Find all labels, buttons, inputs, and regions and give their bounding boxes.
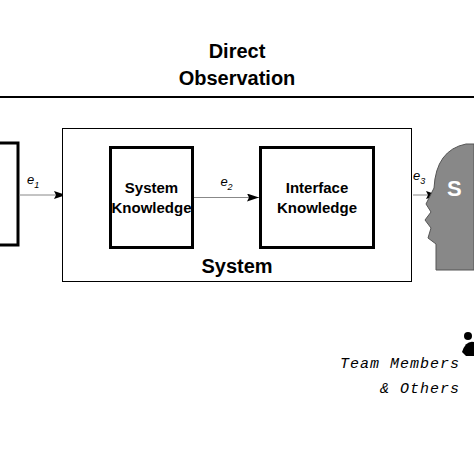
head-letter: S: [447, 176, 462, 202]
knowledge-box: Interface Knowledge: [259, 146, 375, 249]
person-icon: [462, 332, 474, 356]
signal-label: e1: [27, 172, 39, 190]
flow-arrow: [194, 197, 259, 198]
leader-line: [413, 195, 428, 196]
signal-label: e2: [220, 174, 232, 192]
node-text: System Knowledge: [112, 178, 192, 218]
team-note: Team Members & Others: [326, 352, 460, 402]
knowledge-box: System Knowledge: [109, 146, 194, 249]
source-box: [0, 143, 18, 245]
signal-label: e3: [413, 168, 425, 186]
node-text: System: [201, 254, 272, 278]
diagram-title: Direct Observation: [157, 38, 317, 92]
head-silhouette: [425, 144, 474, 270]
title-rule: [0, 96, 474, 98]
system-box: System System Knowledge Interface Knowledg…: [62, 128, 412, 282]
leader-line: [19, 195, 56, 196]
node-text: Interface Knowledge: [264, 178, 370, 218]
